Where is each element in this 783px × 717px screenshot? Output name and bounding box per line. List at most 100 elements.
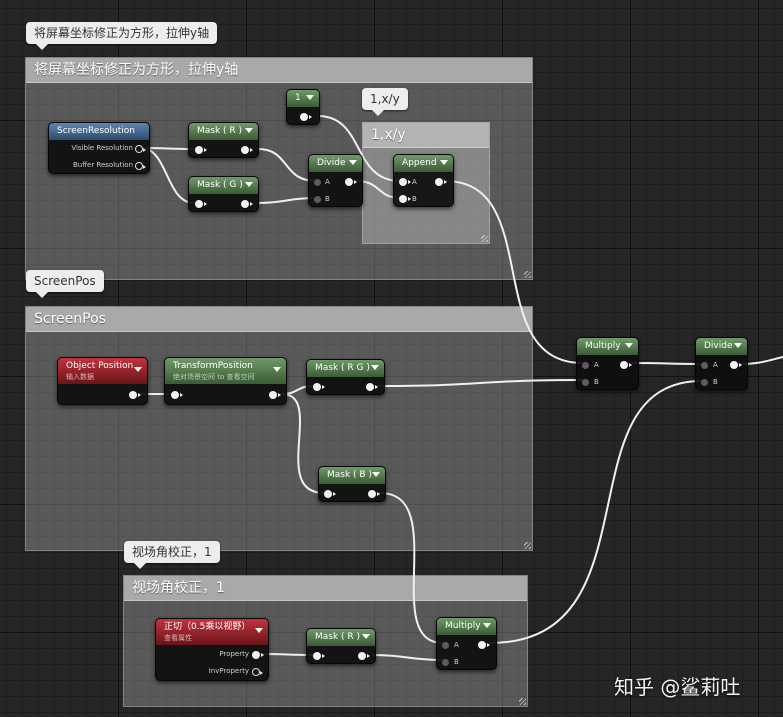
node-title-text: Mask ( G ) — [197, 180, 243, 190]
input-pin-a[interactable] — [314, 179, 321, 186]
output-pin[interactable] — [730, 361, 742, 369]
collapse-arrow-icon[interactable] — [483, 623, 491, 628]
node-title[interactable]: TransformPosition 绝对场景空间 to 查看空间 — [165, 358, 286, 384]
collapse-arrow-icon[interactable] — [134, 367, 142, 372]
collapse-arrow-icon[interactable] — [245, 182, 253, 187]
input-pin-a[interactable] — [442, 642, 449, 649]
output-pin-buffer-resolution[interactable] — [135, 162, 146, 170]
comment-bubble-screenpos[interactable]: ScreenPos — [26, 270, 104, 298]
output-pin[interactable] — [129, 391, 141, 399]
input-pin[interactable] — [324, 490, 336, 498]
node-constant-1[interactable]: 1 — [286, 89, 320, 125]
resize-grip[interactable] — [524, 271, 531, 278]
input-pin-a[interactable] — [582, 362, 589, 369]
collapse-arrow-icon[interactable] — [245, 128, 253, 133]
output-pin-visible-resolution[interactable] — [135, 145, 146, 153]
collapse-arrow-icon[interactable] — [372, 472, 380, 477]
node-title[interactable]: Multiply — [577, 338, 638, 355]
input-pin[interactable] — [313, 383, 325, 391]
output-pin[interactable] — [358, 652, 370, 660]
output-pin[interactable] — [478, 641, 490, 649]
node-mask-r-bottom[interactable]: Mask ( R ) — [306, 628, 376, 664]
output-pin-property[interactable] — [252, 651, 264, 659]
input-pin-a[interactable] — [399, 178, 411, 186]
wire-multiply-to-divide-a — [631, 362, 703, 365]
collapse-arrow-icon[interactable] — [306, 95, 314, 100]
input-pin[interactable] — [313, 652, 325, 660]
node-divide-top[interactable]: Divide A B — [308, 154, 363, 207]
pin-label-b: B — [412, 195, 417, 203]
node-tangent-fov[interactable]: 正切（0.5乘以视野） 查看属性 Property InvProperty — [155, 618, 269, 681]
pin-label-a: A — [594, 361, 599, 369]
pin-label-b: B — [713, 378, 718, 386]
comment-bubble-screen-square[interactable]: 将屏幕坐标修正为方形，拉伸y轴 — [26, 22, 218, 50]
input-pin-b[interactable] — [399, 195, 411, 203]
input-pin-b[interactable] — [314, 196, 321, 203]
node-title-text: 正切（0.5乘以视野） — [164, 622, 251, 632]
node-title[interactable]: Mask ( R ) — [307, 629, 375, 646]
collapse-arrow-icon[interactable] — [255, 628, 263, 633]
input-pin-b[interactable] — [701, 379, 708, 386]
collapse-arrow-icon[interactable] — [625, 343, 633, 348]
output-pin[interactable] — [345, 178, 357, 186]
input-pin-a[interactable] — [701, 362, 708, 369]
node-title[interactable]: Mask ( R ) — [189, 123, 258, 140]
node-multiply-top[interactable]: Multiply A B — [576, 337, 639, 390]
pin-label-a: A — [713, 361, 718, 369]
node-subtitle: 绝对场景空间 to 查看空间 — [173, 373, 255, 381]
node-title[interactable]: Append — [394, 155, 453, 172]
comment-bubble-fov[interactable]: 视场角校正，1 — [124, 541, 220, 569]
comment-header[interactable]: 将屏幕坐标修正为方形，拉伸y轴 — [26, 58, 532, 83]
node-object-position[interactable]: Object Position 输入数据 — [57, 357, 148, 405]
output-pin[interactable] — [269, 391, 281, 399]
node-title[interactable]: Multiply — [437, 618, 496, 635]
collapse-arrow-icon[interactable] — [349, 160, 357, 165]
pin-label-a: A — [454, 641, 459, 649]
resize-grip[interactable] — [524, 542, 531, 549]
node-title[interactable]: Divide — [696, 338, 747, 355]
output-pin[interactable] — [368, 490, 380, 498]
node-mask-b[interactable]: Mask ( B ) — [318, 466, 386, 502]
node-title-text: Mask ( B ) — [327, 470, 372, 480]
input-pin[interactable] — [195, 146, 207, 154]
node-multiply-bottom[interactable]: Multiply A B — [436, 617, 497, 670]
collapse-arrow-icon[interactable] — [362, 634, 370, 639]
input-pin[interactable] — [171, 391, 183, 399]
output-pin[interactable] — [435, 178, 447, 186]
node-title[interactable]: Mask ( G ) — [189, 177, 258, 194]
node-title[interactable]: Mask ( B ) — [319, 467, 385, 484]
output-pin[interactable] — [300, 113, 312, 121]
collapse-arrow-icon[interactable] — [440, 160, 448, 165]
resize-grip[interactable] — [481, 235, 488, 242]
output-pin[interactable] — [366, 383, 378, 391]
resize-grip[interactable] — [519, 698, 526, 705]
node-mask-g[interactable]: Mask ( G ) — [188, 176, 259, 212]
node-mask-r-top[interactable]: Mask ( R ) — [188, 122, 259, 158]
input-pin[interactable] — [195, 200, 207, 208]
output-pin-invproperty[interactable] — [252, 668, 263, 676]
comment-header[interactable]: ScreenPos — [26, 307, 532, 332]
collapse-arrow-icon[interactable] — [734, 343, 742, 348]
node-divide-right[interactable]: Divide A B — [695, 337, 748, 390]
comment-bubble-xy[interactable]: 1,x/y — [362, 88, 408, 116]
comment-box-screenpos[interactable]: ScreenPos — [25, 306, 533, 551]
input-pin-b[interactable] — [442, 659, 449, 666]
node-title[interactable]: Object Position 输入数据 — [58, 358, 147, 384]
node-transform-position[interactable]: TransformPosition 绝对场景空间 to 查看空间 — [164, 357, 287, 405]
node-title[interactable]: Mask ( R G ) — [307, 360, 384, 377]
node-screen-resolution[interactable]: ScreenResolution Visible Resolution Buff… — [48, 122, 150, 174]
input-pin-b[interactable] — [582, 379, 589, 386]
collapse-arrow-icon[interactable] — [371, 365, 379, 370]
node-title[interactable]: Divide — [309, 155, 362, 172]
output-pin[interactable] — [241, 200, 253, 208]
node-append[interactable]: Append A B — [393, 154, 454, 207]
node-title[interactable]: 正切（0.5乘以视野） 查看属性 — [156, 619, 268, 645]
collapse-arrow-icon[interactable] — [273, 367, 281, 372]
node-title[interactable]: 1 — [287, 90, 319, 107]
node-mask-rg[interactable]: Mask ( R G ) — [306, 359, 385, 395]
comment-header[interactable]: 视场角校正，1 — [124, 576, 527, 601]
comment-header[interactable]: 1,x/y — [363, 123, 489, 148]
comment-bubble-text: ScreenPos — [34, 274, 96, 288]
output-pin[interactable] — [620, 361, 632, 369]
output-pin[interactable] — [241, 146, 253, 154]
